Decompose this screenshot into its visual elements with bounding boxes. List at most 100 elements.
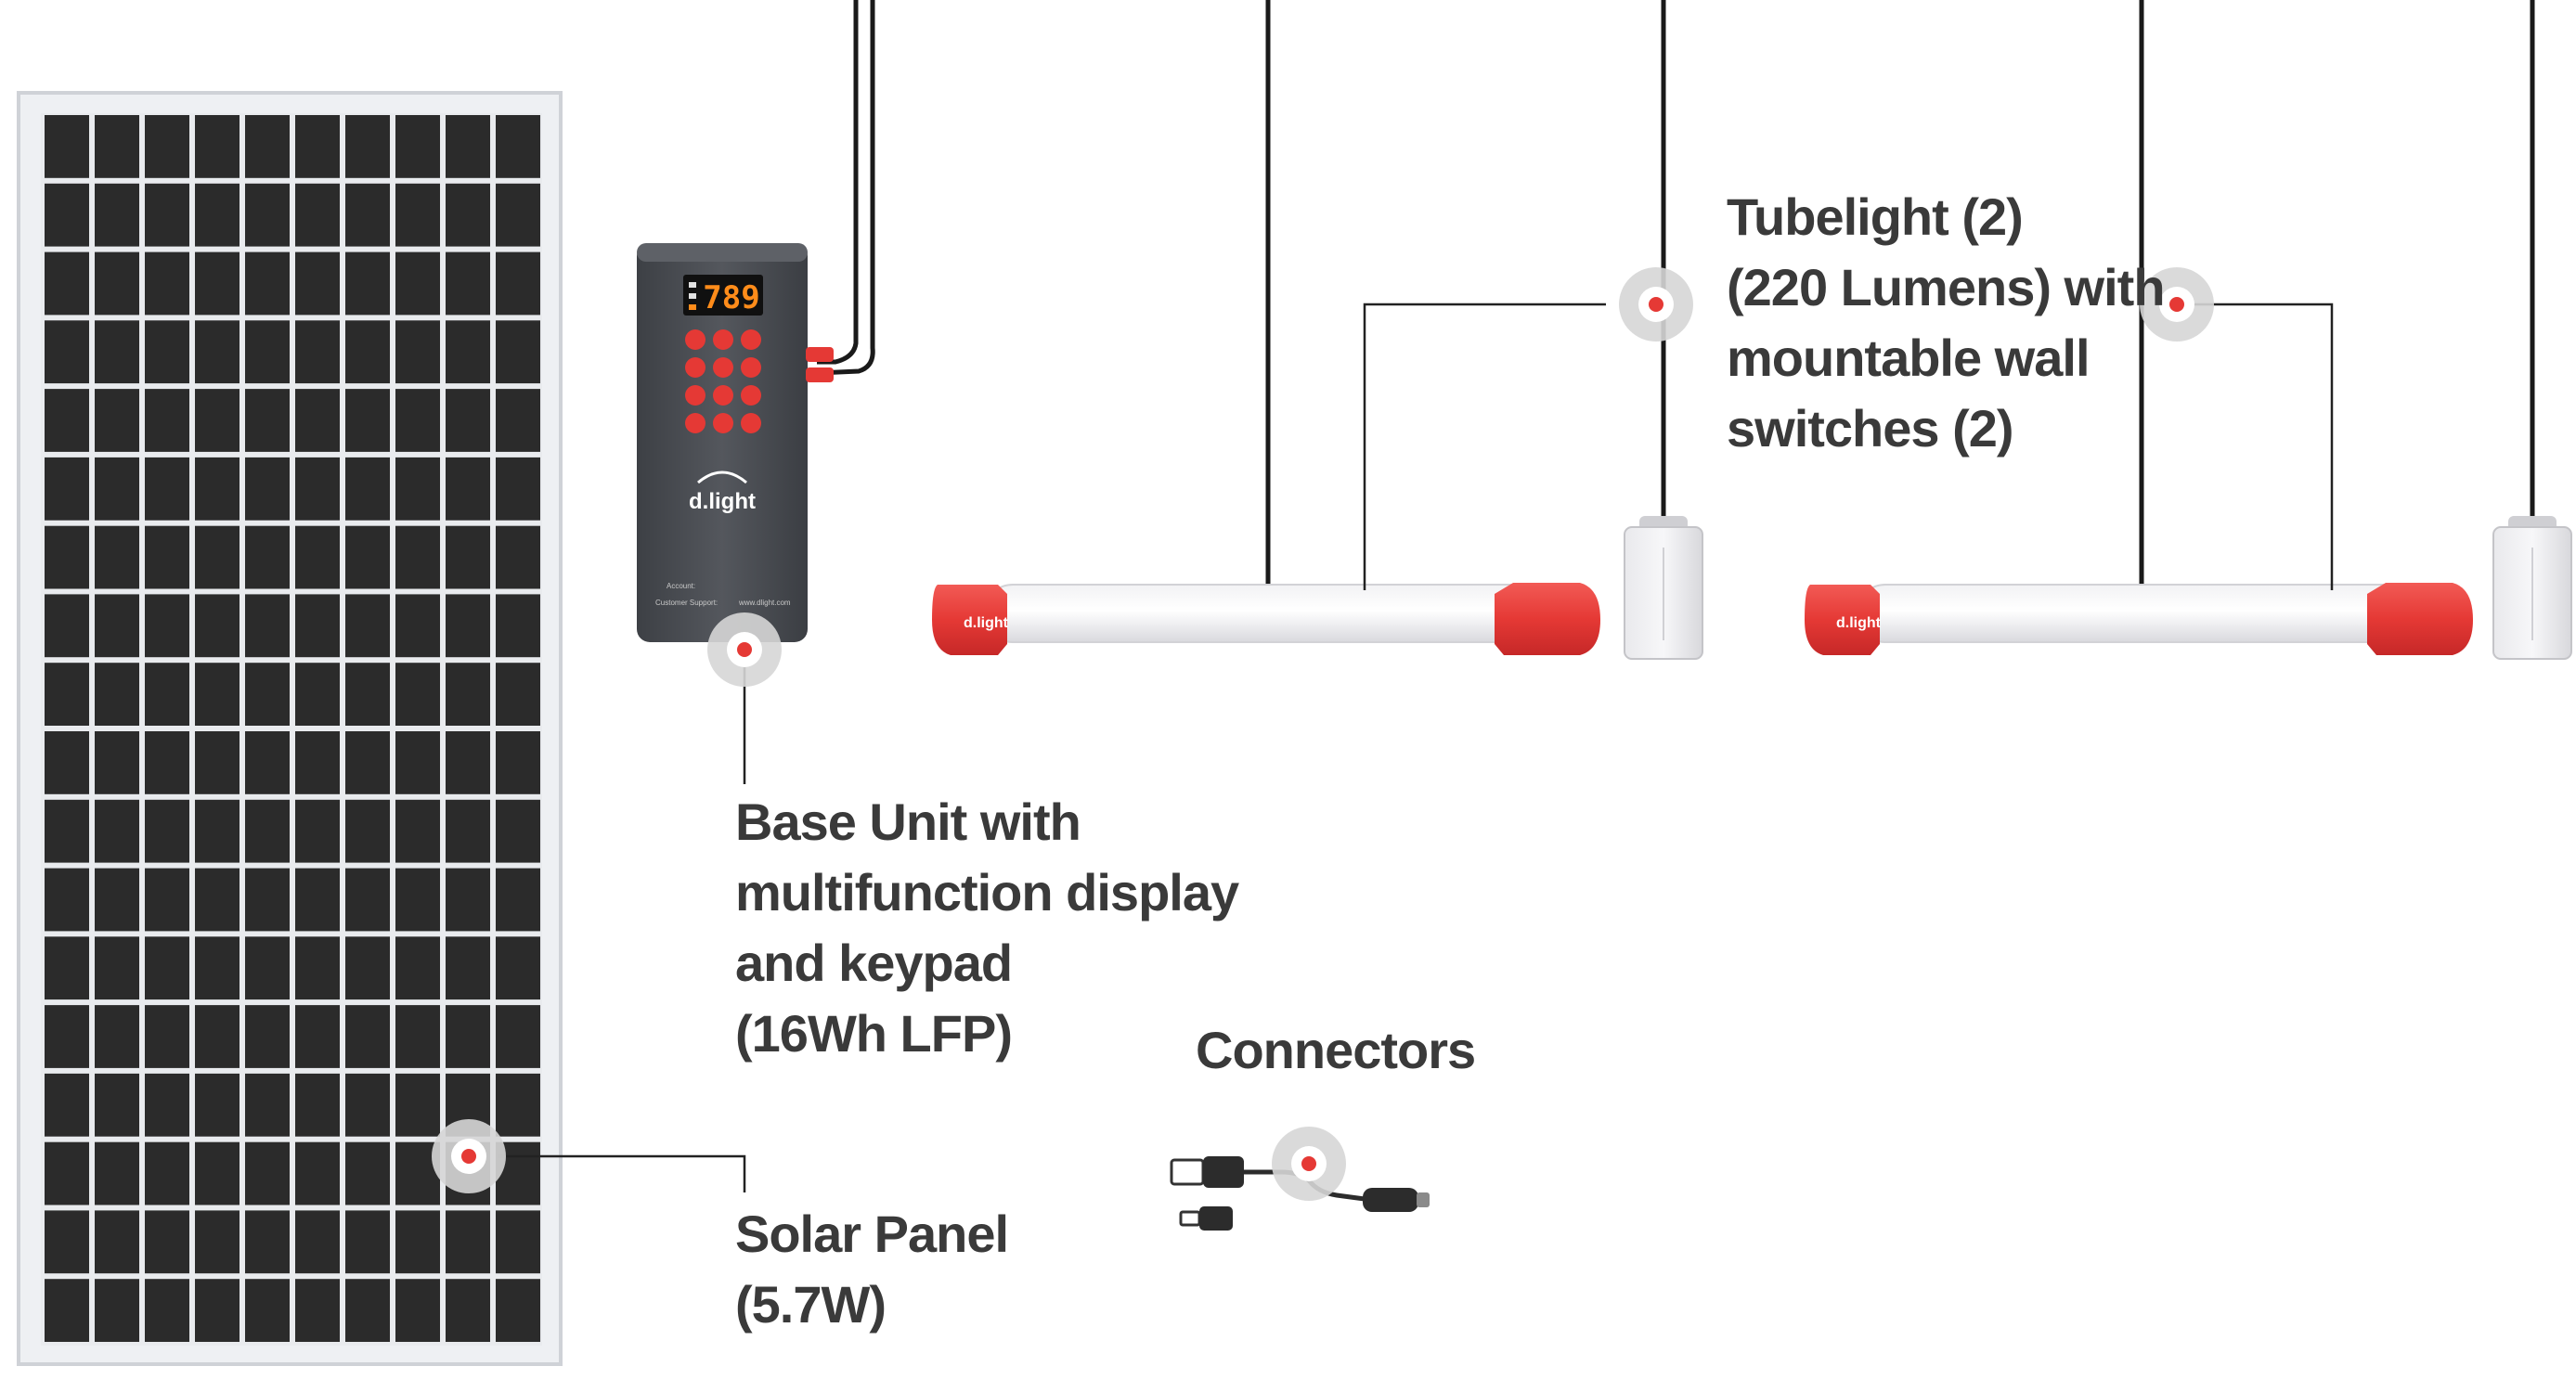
hotspot-icon[interactable]	[432, 1119, 506, 1193]
base-unit-support: Customer Support:	[655, 599, 718, 607]
micro-usb-plug-icon	[1179, 1206, 1233, 1231]
solar-cell	[496, 457, 540, 521]
tubelight-label-line-4: switches (2)	[1727, 399, 2014, 458]
keypad-button[interactable]	[713, 357, 733, 378]
keypad-button[interactable]	[741, 413, 761, 433]
keypad-button[interactable]	[685, 357, 705, 378]
solar-cell	[145, 799, 189, 863]
keypad-button[interactable]	[713, 413, 733, 433]
solar-cell	[395, 663, 440, 726]
solar-cell	[95, 594, 139, 658]
solar-cell	[345, 868, 390, 932]
solar-cell	[145, 1073, 189, 1137]
solar-cell	[45, 868, 89, 932]
solar-cell	[45, 1279, 89, 1342]
keypad-button[interactable]	[741, 329, 761, 350]
solar-cell	[295, 731, 340, 794]
solar-cell	[496, 251, 540, 316]
solar-cell	[496, 183, 540, 247]
solar-cell	[345, 457, 390, 521]
keypad-button[interactable]	[713, 329, 733, 350]
cable-top-b	[816, 0, 875, 376]
solar-cell	[496, 1279, 540, 1342]
base-unit-display-value: 789	[703, 279, 759, 316]
solar-cell	[446, 799, 490, 863]
solar-cell	[95, 1210, 139, 1274]
solar-cell	[195, 1141, 239, 1205]
solar-cell	[446, 115, 490, 178]
hotspot-icon[interactable]	[2140, 267, 2214, 342]
keypad-button[interactable]	[685, 413, 705, 433]
cable-top-a	[817, 0, 859, 365]
tubelight-1-tube	[983, 584, 1560, 643]
solar-cell	[195, 594, 239, 658]
leader-solar-panel	[498, 1154, 746, 1192]
solar-cell	[395, 251, 440, 316]
solar-cell	[195, 1279, 239, 1342]
solar-cell	[95, 1005, 139, 1068]
solar-cell	[345, 594, 390, 658]
connectors-label: Connectors	[1196, 1015, 1476, 1086]
solar-cell	[245, 525, 290, 589]
solar-cell	[45, 1210, 89, 1274]
solar-cell	[45, 389, 89, 452]
solar-cell	[145, 251, 189, 316]
solar-cell	[195, 1210, 239, 1274]
dlight-logo: d.light	[689, 470, 756, 514]
solar-cell	[345, 115, 390, 178]
base-unit-website: www.dlight.com	[738, 599, 791, 607]
solar-cell	[496, 1210, 540, 1274]
solar-cell	[345, 525, 390, 589]
solar-cell	[245, 320, 290, 384]
tubelight-1-cap-right	[1495, 583, 1600, 655]
solar-cell	[295, 320, 340, 384]
keypad-button[interactable]	[741, 385, 761, 406]
solar-cell	[496, 731, 540, 794]
solar-cell	[45, 594, 89, 658]
keypad-button[interactable]	[713, 385, 733, 406]
solar-cell	[145, 1279, 189, 1342]
solar-cell	[195, 525, 239, 589]
hotspots	[432, 267, 2214, 1201]
solar-cell	[145, 389, 189, 452]
solar-cell	[395, 525, 440, 589]
solar-cell	[45, 525, 89, 589]
solar-cell	[145, 663, 189, 726]
solar-cell	[395, 320, 440, 384]
keypad-button[interactable]	[741, 357, 761, 378]
solar-cell	[245, 1279, 290, 1342]
solar-cell	[395, 457, 440, 521]
solar-panel-label: Solar Panel (5.7W)	[735, 1199, 1009, 1340]
hotspot-icon[interactable]	[1272, 1127, 1346, 1201]
leader-tubelight-2	[2181, 303, 2334, 590]
solar-cell	[95, 1279, 139, 1342]
solar-cell	[295, 525, 340, 589]
solar-cell	[195, 663, 239, 726]
keypad-button[interactable]	[685, 329, 705, 350]
solar-cell	[345, 1279, 390, 1342]
solar-cell	[145, 115, 189, 178]
solar-cell	[496, 320, 540, 384]
solar-cell	[395, 115, 440, 178]
solar-cell	[45, 251, 89, 316]
solar-cell	[45, 457, 89, 521]
keypad-button[interactable]	[685, 385, 705, 406]
solar-cell	[195, 115, 239, 178]
tubelight-2-brand: d.light	[1836, 615, 1882, 631]
hotspot-icon[interactable]	[1619, 267, 1693, 342]
solar-cell	[395, 594, 440, 658]
solar-cell	[345, 1005, 390, 1068]
tubelight-2-cap-left	[1805, 585, 1880, 655]
solar-panel-label-line-1: Solar Panel	[735, 1205, 1009, 1263]
solar-cell	[195, 1073, 239, 1137]
hotspot-icon[interactable]	[707, 612, 782, 687]
solar-cell	[295, 251, 340, 316]
solar-cell	[95, 1141, 139, 1205]
tubelight-label-line-2: (220 Lumens) with	[1727, 258, 2166, 316]
solar-cell	[95, 457, 139, 521]
solar-cell	[345, 183, 390, 247]
solar-cell	[446, 183, 490, 247]
base-unit-display	[683, 275, 763, 316]
solar-cell	[345, 936, 390, 1000]
solar-cell	[395, 936, 440, 1000]
